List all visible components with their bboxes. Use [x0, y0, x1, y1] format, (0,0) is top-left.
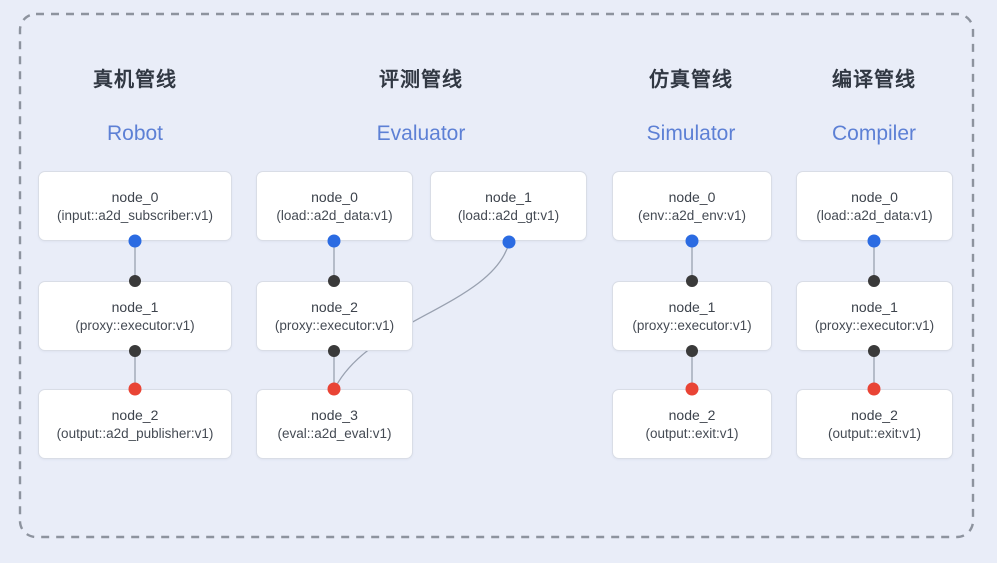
node-card-evaluator-node1: node_1 (load::a2d_gt:v1) — [430, 171, 587, 241]
node-type: (output::exit:v1) — [645, 425, 739, 441]
node-type: (load::a2d_data:v1) — [276, 207, 393, 223]
node-card-evaluator-node3: node_3 (eval::a2d_eval:v1) — [256, 389, 413, 459]
node-card-simulator-node1: node_1 (proxy::executor:v1) — [612, 281, 772, 351]
node-type: (eval::a2d_eval:v1) — [277, 425, 392, 441]
node-title: node_1 — [851, 298, 898, 315]
node-card-robot-node0: node_0 (input::a2d_subscriber:v1) — [38, 171, 232, 241]
node-type: (output::a2d_publisher:v1) — [56, 425, 214, 441]
node-card-evaluator-node0: node_0 (load::a2d_data:v1) — [256, 171, 413, 241]
node-type: (proxy::executor:v1) — [814, 317, 935, 333]
node-title: node_2 — [111, 406, 159, 423]
node-title: node_2 — [311, 298, 358, 315]
node-title: node_2 — [668, 406, 716, 423]
node-card-compiler-node0: node_0 (load::a2d_data:v1) — [796, 171, 953, 241]
node-title: node_1 — [668, 298, 716, 315]
node-title: node_0 — [668, 188, 716, 205]
node-title: node_2 — [851, 406, 898, 423]
node-card-robot-node2: node_2 (output::a2d_publisher:v1) — [38, 389, 232, 459]
pipeline-header-cn-compiler: 编译管线 — [832, 69, 916, 91]
node-type: (output::exit:v1) — [827, 425, 922, 441]
node-card-simulator-node0: node_0 (env::a2d_env:v1) — [612, 171, 772, 241]
pipeline-header-en-evaluator: Evaluator — [376, 122, 466, 145]
node-card-compiler-node1: node_1 (proxy::executor:v1) — [796, 281, 953, 351]
node-title: node_1 — [111, 298, 159, 315]
node-type: (proxy::executor:v1) — [274, 317, 395, 333]
pipeline-header-cn-robot: 真机管线 — [93, 69, 177, 91]
node-type: (proxy::executor:v1) — [75, 317, 195, 333]
node-title: node_0 — [311, 188, 358, 205]
node-card-evaluator-node2: node_2 (proxy::executor:v1) — [256, 281, 413, 351]
node-title: node_3 — [311, 406, 358, 423]
node-title: node_0 — [851, 188, 898, 205]
pipeline-header-en-compiler: Compiler — [831, 122, 917, 145]
node-type: (env::a2d_env:v1) — [637, 207, 747, 223]
node-card-compiler-node2: node_2 (output::exit:v1) — [796, 389, 953, 459]
pipeline-header-cn-evaluator: 评测管线 — [379, 69, 463, 91]
node-type: (load::a2d_data:v1) — [816, 207, 933, 223]
node-type: (proxy::executor:v1) — [632, 317, 752, 333]
node-title: node_0 — [111, 188, 159, 205]
node-card-simulator-node2: node_2 (output::exit:v1) — [612, 389, 772, 459]
node-title: node_1 — [485, 188, 532, 205]
node-type: (load::a2d_gt:v1) — [457, 207, 560, 223]
node-card-robot-node1: node_1 (proxy::executor:v1) — [38, 281, 232, 351]
node-type: (input::a2d_subscriber:v1) — [56, 207, 214, 223]
pipeline-header-en-robot: Robot — [106, 122, 164, 145]
